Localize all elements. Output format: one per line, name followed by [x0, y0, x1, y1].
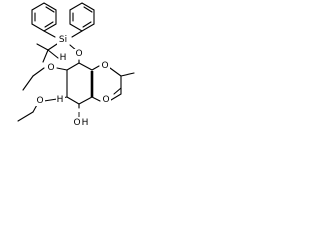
ring-oxygen-top-right-label: O — [101, 61, 108, 71]
atom-label-h-upper: H — [59, 53, 68, 63]
atom-label-o-bottom-right: O — [101, 95, 111, 105]
ring-oxygen-bottom-right-label: O — [102, 95, 109, 105]
silyl-ether-oxygen-label: O — [75, 49, 82, 59]
atom-label-h-lower: H — [56, 95, 65, 105]
phenyl-ring-right — [69, 2, 95, 32]
ring-system-bonds — [17, 59, 135, 122]
structure-svg: Si O H O O O H O O H — [17, 2, 135, 128]
atom-label-o-top-left: O — [46, 63, 56, 73]
atom-label-o-silyl: O — [74, 49, 84, 59]
molecule-structure: Si O H O O O H O O H — [0, 0, 138, 152]
atom-label-si: Si — [57, 34, 69, 45]
phenyl-ring-left — [31, 2, 57, 32]
ring-oxygen-top-left-label: O — [47, 63, 54, 73]
hydrogen-lower-label: H — [57, 95, 64, 105]
ring-oxygen-bottom-left-label: O — [36, 96, 43, 106]
atom-label-oh: O H — [72, 117, 90, 128]
silicon-atom-label: Si — [59, 35, 67, 45]
hydroxyl-hydrogen-label: H — [82, 118, 89, 128]
atom-label-o-bottom-left: O — [35, 96, 45, 106]
atom-label-o-top-right: O — [100, 61, 110, 71]
stereo-wedges — [78, 92, 97, 117]
hydrogen-upper-label: H — [60, 53, 67, 63]
hydroxyl-oxygen-label: O — [73, 118, 80, 128]
